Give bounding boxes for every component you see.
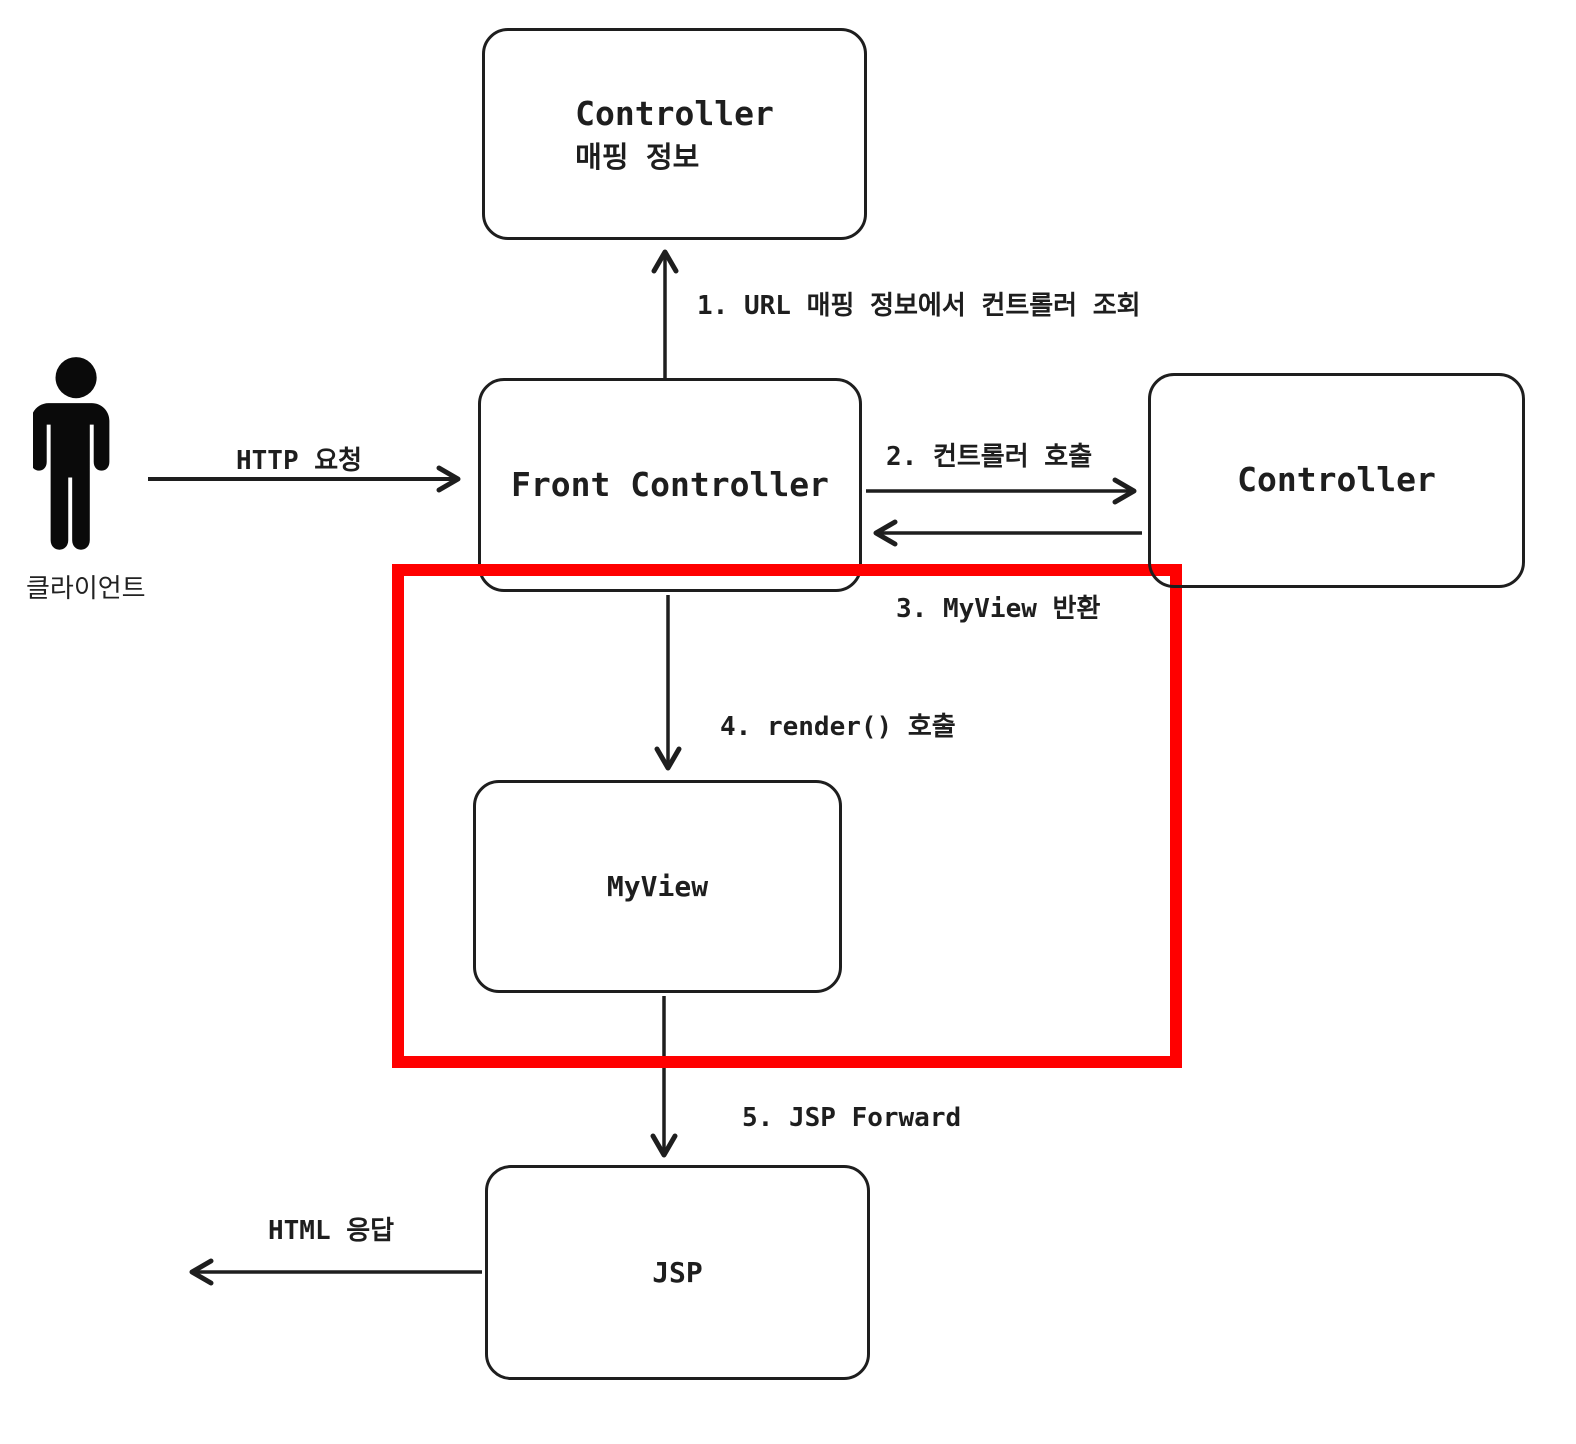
- edge-label-step3: 3. MyView 반환: [896, 594, 1101, 624]
- edge-label-http-request: HTTP 요청: [236, 446, 363, 476]
- highlight-rectangle: [392, 564, 1182, 1068]
- box-controller-mapping-line2: 매핑 정보: [575, 139, 700, 174]
- box-controller-mapping: Controller 매핑 정보: [482, 28, 867, 240]
- edge-label-step5: 5. JSP Forward: [742, 1103, 962, 1133]
- box-controller-label: Controller: [1237, 460, 1436, 500]
- person-icon: [33, 357, 110, 550]
- box-front-controller-label: Front Controller: [511, 464, 829, 504]
- box-front-controller: Front Controller: [478, 378, 862, 592]
- box-jsp-label: JSP: [652, 1255, 703, 1289]
- box-myview: MyView: [473, 780, 842, 993]
- edge-label-step1: 1. URL 매핑 정보에서 컨트롤러 조회: [697, 291, 1141, 321]
- edge-label-html-response: HTML 응답: [268, 1216, 395, 1246]
- box-controller: Controller: [1148, 373, 1525, 588]
- box-jsp: JSP: [485, 1165, 870, 1380]
- edge-label-step2: 2. 컨트롤러 호출: [886, 442, 1093, 472]
- box-myview-label: MyView: [606, 869, 709, 903]
- edge-label-step4: 4. render() 호출: [720, 712, 956, 742]
- client-label: 클라이언트: [26, 573, 146, 603]
- box-controller-mapping-line1: Controller: [575, 93, 774, 133]
